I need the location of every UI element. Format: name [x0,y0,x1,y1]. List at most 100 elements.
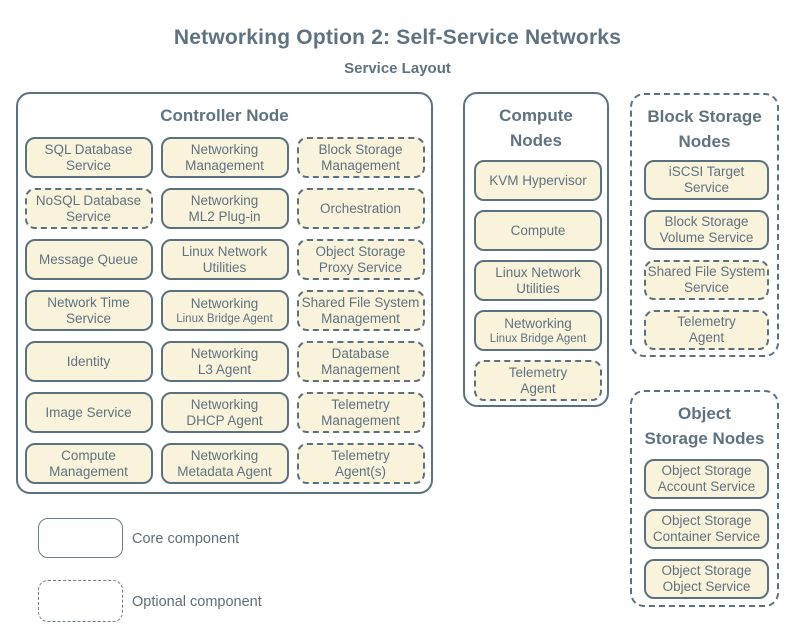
service-label-line: Management [321,361,400,377]
service-label-line: Linux Network [181,243,268,259]
service-label-line: Network Time [47,294,130,310]
service-box: Message Queue [24,239,153,280]
service-label-line: Block Storage [318,141,403,157]
service-label-line: Telemetry [508,364,568,380]
service-box: Identity [24,341,153,382]
legend-optional-label: Optional component [132,594,262,610]
service-label-line: Linux Network [495,264,581,280]
service-label-line: Service [65,310,111,326]
service-label-line: Networking [190,192,259,208]
service-label-line: ML2 Plug-in [188,208,261,224]
service-label-line: Identity [66,353,111,369]
service-label-line: Proxy Service [318,259,403,275]
service-label-line: Volume Service [659,230,754,245]
service-label-line: Object Storage [661,513,752,528]
service-label-line: Management [49,463,128,479]
service-label-line: Message Queue [38,251,139,267]
service-label-line: DHCP Agent [186,412,263,428]
service-label-line: Agent [688,330,725,345]
service-box: Orchestration [296,188,425,229]
service-label-line: Linux Bridge Agent [176,312,273,325]
legend-optional-box [38,580,123,622]
service-label-line: Telemetry [331,447,390,463]
service-label-line: Object Storage [661,463,752,478]
service-label-line: Networking [190,396,259,412]
service-label-line: Block Storage [664,214,749,229]
service-label-line: Networking [504,315,572,331]
service-label-line: KVM Hypervisor [489,172,587,188]
service-label-line: Utilities [516,280,560,296]
service-label-line: Management [321,157,400,173]
service-label-line: iSCSI Target [668,164,745,179]
service-label-line: Management [321,310,400,326]
service-box: Image Service [24,392,153,433]
service-box: KVM Hypervisor [474,160,602,201]
diagram-title: Networking Option 2: Self-Service Networ… [173,26,622,49]
service-label-line: L3 Agent [197,361,252,377]
node-title: Controller Node [160,106,289,125]
node-title: Block Storage Nodes [647,107,762,151]
service-label-line: Agent(s) [334,463,387,479]
service-label-line: Service [65,208,111,224]
service-label-line: Management [185,157,264,173]
service-label-line: Networking [190,447,259,463]
service-label-line: Container Service [652,529,761,544]
service-label-line: Image Service [45,404,132,420]
service-label-line: Networking [190,345,259,361]
service-label-line: Compute [510,222,566,238]
service-label-line: Orchestration [319,200,402,216]
service-label-line: Telemetry [331,396,390,412]
service-label-line: Agent [520,380,556,396]
service-label-line: Shared File System [301,294,420,310]
service-label-line: Shared File System [647,264,766,279]
service-label-line: Service [683,180,729,195]
service-label-line: Service [683,280,729,295]
service-label-line: Management [321,412,400,428]
service-label-line: Telemetry [677,314,736,329]
service-label-line: Utilities [202,259,247,275]
service-box: Compute [474,210,602,251]
service-label-line: Linux Bridge Agent [489,332,587,345]
service-label-line: Metadata Agent [177,463,272,479]
service-label-line: Compute [61,447,116,463]
service-label-line: Object Service [662,579,751,594]
legend-core-label: Core component [132,531,240,547]
service-label-line: Service [65,157,111,173]
service-label-line: Object Storage [315,243,406,259]
node-title: Object Storage Nodes [644,404,765,448]
service-label-line: SQL Database [44,141,133,157]
service-label-line: NoSQL Database [35,192,142,208]
service-label-line: Account Service [657,479,756,494]
